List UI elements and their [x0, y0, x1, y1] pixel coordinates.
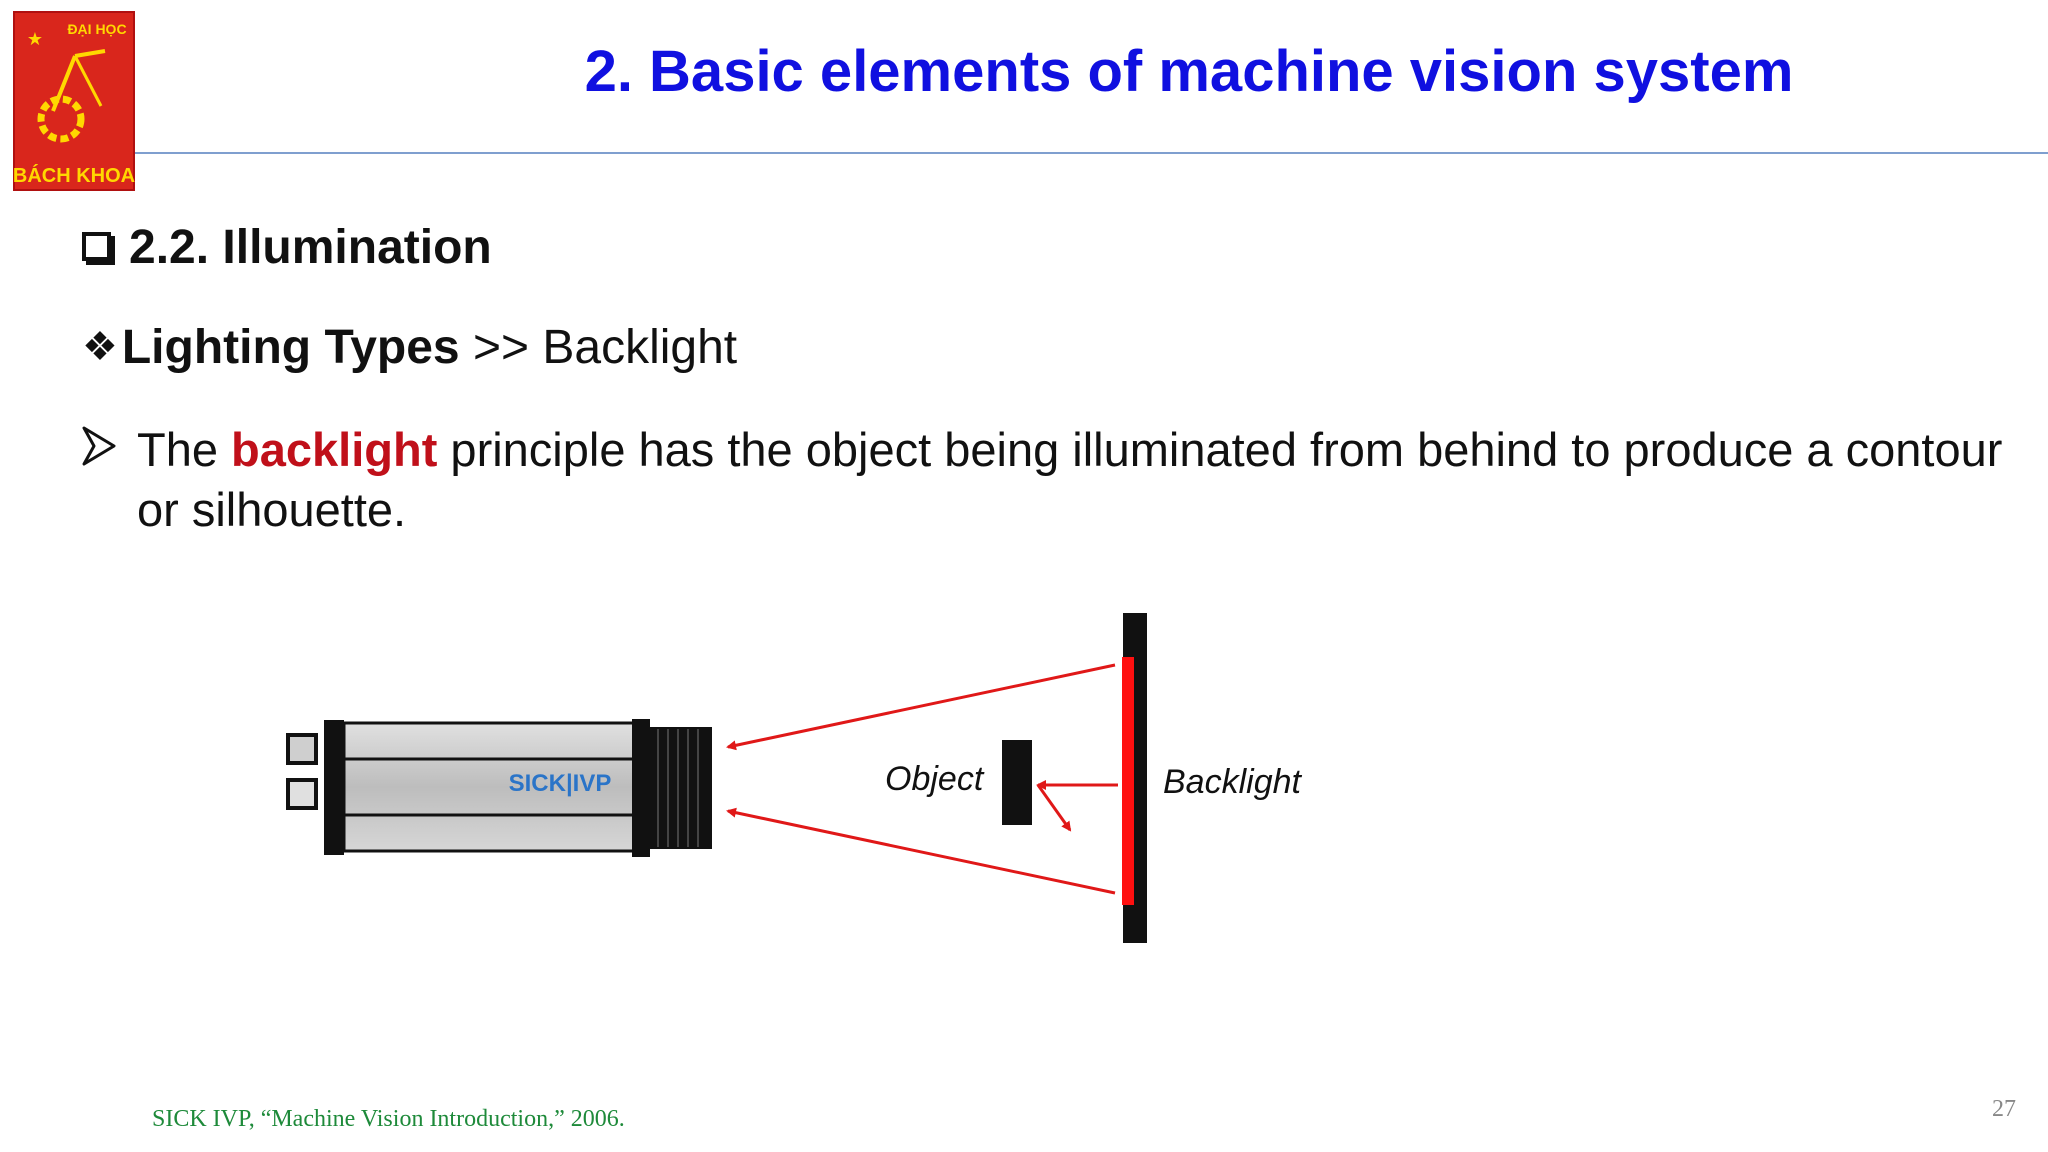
camera-brand-label: SICK|IVP: [509, 770, 612, 797]
ray-top: [726, 663, 1116, 751]
gear-icon: [37, 95, 85, 143]
page-number: 27: [1992, 1096, 2016, 1122]
subheading: ❖Lighting Types >> Backlight: [82, 320, 737, 375]
backlight-diagram: SICK|IVP Object Backlight: [286, 613, 1303, 943]
backlight-panel-light: [1122, 657, 1134, 905]
object-block: [1002, 740, 1032, 825]
section-heading: 2.2. Illumination: [82, 220, 492, 275]
camera-connector-top: [286, 733, 318, 765]
ray-bottom: [726, 807, 1116, 895]
arrow-bullet-icon: [82, 426, 116, 466]
subheading-bold: Lighting Types: [121, 321, 460, 374]
object-label: Object: [885, 760, 985, 798]
description-paragraph: The backlight principle has the object b…: [82, 420, 2022, 540]
paragraph-highlight: backlight: [231, 423, 438, 476]
header-divider: [135, 152, 2048, 154]
checkbox-bullet-icon: [82, 232, 111, 261]
camera-back-plate: [324, 720, 344, 855]
slide-title-text: 2. Basic elements of machine vision syst…: [584, 39, 1794, 104]
camera-connector-bottom: [286, 778, 318, 810]
diamond-bullet-icon: ❖: [82, 325, 118, 369]
citation: SICK IVP, “Machine Vision Introduction,”…: [152, 1106, 625, 1132]
subheading-rest: >> Backlight: [459, 321, 738, 374]
slide-title: 2. Basic elements of machine vision syst…: [160, 38, 2048, 118]
camera: SICK|IVP: [286, 719, 712, 857]
logo-bottom-text: BÁCH KHOA: [13, 164, 135, 187]
backlight-label: Backlight: [1163, 763, 1303, 801]
logo-top-text: ĐẠI HỌC: [67, 21, 126, 37]
university-logo: ★ ĐẠI HỌC BÁCH KHOA: [13, 11, 135, 191]
section-heading-text: 2.2. Illumination: [129, 221, 492, 274]
ray-object-deflect: [1036, 784, 1072, 832]
star-icon: ★: [27, 29, 43, 50]
camera-body: [342, 721, 636, 853]
paragraph-before: The: [137, 423, 232, 476]
paragraph-after: principle has the object being illuminat…: [137, 423, 2003, 536]
camera-lens: [650, 727, 712, 849]
camera-front-plate: [632, 719, 650, 857]
